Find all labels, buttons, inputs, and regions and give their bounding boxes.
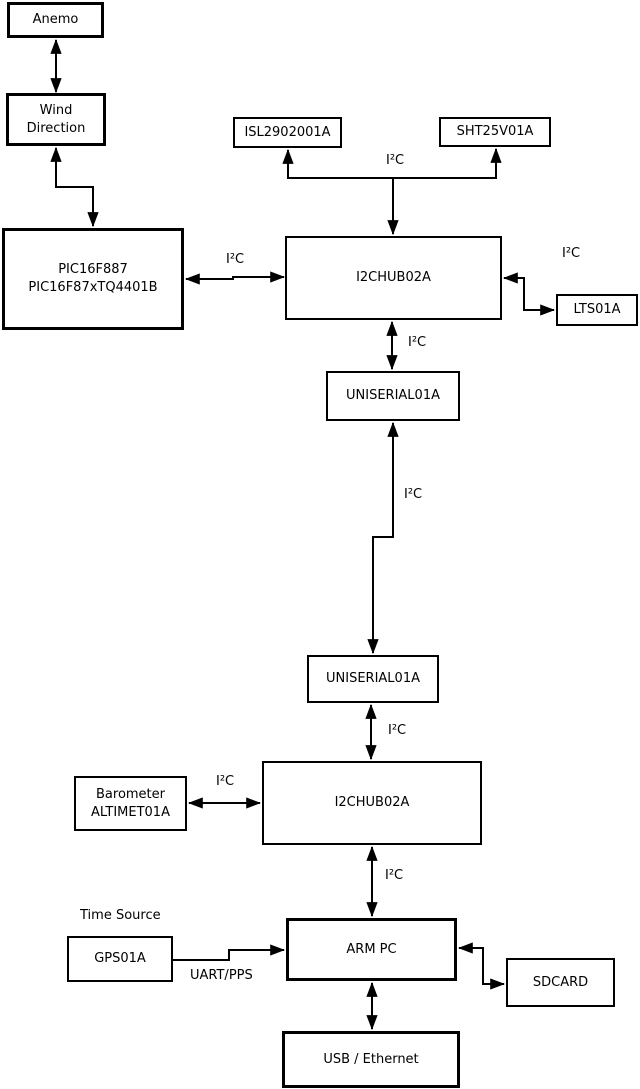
box-uniserial-bottom: UNISERIAL01A (307, 655, 439, 703)
edge-arm-sdcard (457, 942, 506, 990)
box-arm-pc: ARM PC (286, 918, 457, 981)
edge-wind-pic (50, 146, 99, 228)
box-lts-sensor: LTS01A (556, 294, 638, 326)
box-anemometer: Anemo (7, 2, 104, 38)
label-i2c-barometer-hub: I²C (216, 774, 235, 789)
edge-uniserial-uniserial (367, 421, 399, 655)
edge-pic-i2chub-top (184, 271, 286, 285)
box-wind-direction: Wind Direction (6, 93, 106, 146)
label-i2c-pic-hub: I²C (226, 252, 245, 267)
box-pic-microcontroller: PIC16F887 PIC16F87xTQ4401B (2, 228, 184, 330)
edge-gps-arm (173, 944, 286, 961)
label-i2c-sensor-bus: I²C (386, 153, 405, 168)
box-i2c-hub-bottom: I2CHUB02A (262, 761, 482, 845)
box-usb-ethernet: USB / Ethernet (282, 1031, 460, 1088)
label-i2c-hub-uniserial: I²C (408, 335, 427, 350)
label-i2c-hub-lts: I²C (562, 246, 581, 261)
label-time-source: Time Source (80, 908, 161, 923)
box-i2c-hub-top: I2CHUB02A (285, 236, 502, 320)
box-barometer: Barometer ALTIMET01A (74, 776, 187, 831)
label-i2c-uniserial-hub: I²C (388, 723, 407, 738)
label-i2c-hub-arm: I²C (385, 868, 404, 883)
box-isl-sensor: ISL2902001A (233, 117, 342, 148)
edge-i2chub-top-lts (502, 272, 556, 316)
box-sdcard: SDCARD (506, 958, 615, 1007)
box-gps: GPS01A (67, 936, 173, 982)
label-i2c-uniserial-link: I²C (404, 487, 423, 502)
box-uniserial-top: UNISERIAL01A (326, 371, 460, 421)
box-sht-sensor: SHT25V01A (439, 117, 551, 147)
label-uart-pps: UART/PPS (190, 968, 253, 983)
